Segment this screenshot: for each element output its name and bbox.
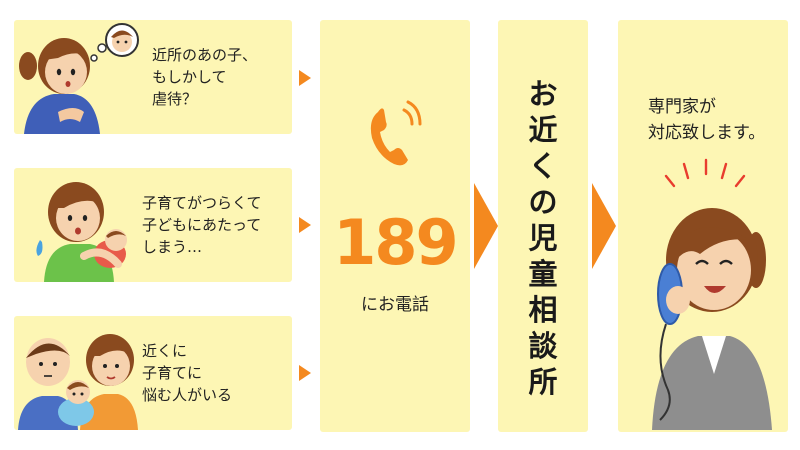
expert-box: 専門家が 対応致します。 bbox=[618, 20, 788, 432]
scenario-line: 虐待？ bbox=[152, 90, 198, 108]
scenario-box-2: 子育てがつらくて 子どもにあたって しまう… bbox=[14, 168, 292, 282]
child-center-label: お 近 く の 児 童 相 談 所 bbox=[498, 76, 588, 400]
center-char: 所 bbox=[528, 365, 558, 399]
center-char: 児 bbox=[528, 221, 558, 255]
center-char: 談 bbox=[528, 329, 558, 363]
scenario-line: 悩む人がいる bbox=[142, 386, 233, 404]
center-char: の bbox=[528, 185, 558, 219]
scenario-text-3: 近くに 子育てに 悩む人がいる bbox=[142, 316, 292, 430]
scenario-line: 近所のあの子、 bbox=[152, 46, 258, 64]
scenario-line: 子育てに bbox=[142, 364, 203, 382]
scenario-text-1: 近所のあの子、 もしかして 虐待？ bbox=[152, 20, 302, 134]
center-char: 童 bbox=[528, 257, 558, 291]
center-char: 近 bbox=[528, 113, 558, 147]
hotline-box: 189 にお電話 bbox=[320, 20, 470, 432]
arrow-right-icon bbox=[299, 70, 311, 86]
hotline-number: 189 bbox=[333, 206, 458, 279]
scenario-box-3: 近くに 子育てに 悩む人がいる bbox=[14, 316, 292, 430]
scenario-line: 近くに bbox=[142, 342, 188, 360]
arrow-right-icon bbox=[592, 183, 616, 269]
center-char: お bbox=[528, 77, 558, 111]
scenario-line: もしかして bbox=[152, 68, 227, 86]
child-center-box: お 近 く の 児 童 相 談 所 bbox=[498, 20, 588, 432]
hotline-label: にお電話 bbox=[361, 295, 429, 315]
scenario-line: 子どもにあたって bbox=[142, 216, 262, 234]
arrow-right-icon bbox=[299, 365, 311, 381]
scenario-line: 子育てがつらくて bbox=[142, 194, 262, 212]
arrow-right-icon bbox=[299, 217, 311, 233]
scenario-text-2: 子育てがつらくて 子どもにあたって しまう… bbox=[142, 168, 292, 282]
tired-mother-icon bbox=[36, 182, 127, 282]
thinking-woman-icon bbox=[19, 23, 139, 134]
center-char: く bbox=[528, 149, 558, 183]
scenario-box-1: 近所のあの子、 もしかして 虐待？ bbox=[14, 20, 292, 134]
scenario-line: しまう… bbox=[142, 238, 203, 256]
family-icon bbox=[18, 334, 138, 430]
arrow-right-icon bbox=[474, 183, 498, 269]
expert-line: 対応致します。 bbox=[648, 123, 766, 143]
center-char: 相 bbox=[528, 293, 558, 327]
expert-text: 専門家が 対応致します。 bbox=[648, 94, 765, 146]
operator-woman-icon bbox=[652, 158, 772, 430]
expert-line: 専門家が bbox=[648, 97, 716, 117]
phone-ringing-icon bbox=[370, 100, 422, 166]
